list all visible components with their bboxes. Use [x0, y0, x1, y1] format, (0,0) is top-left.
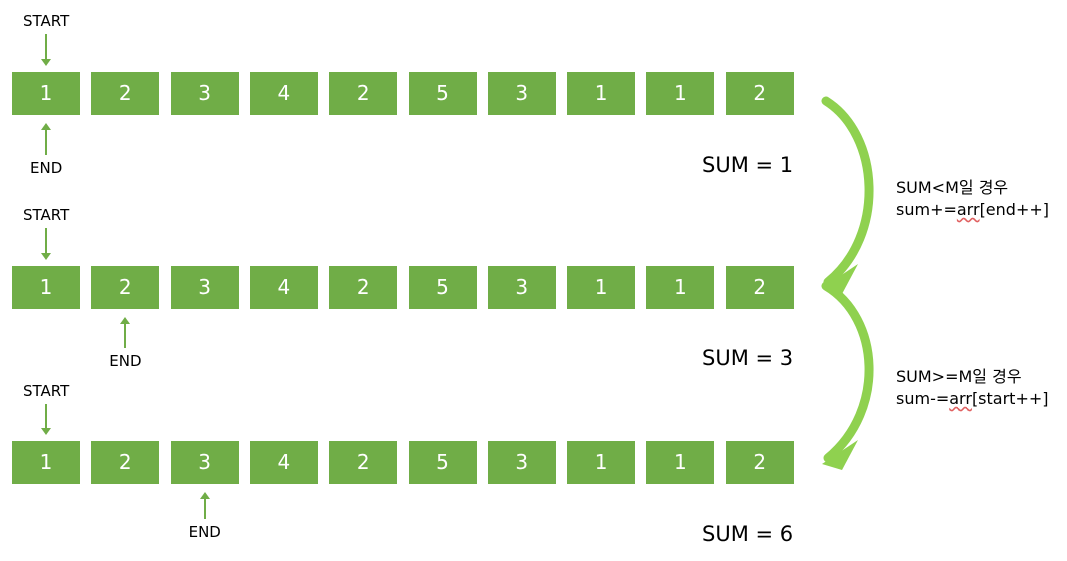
- condition-text: SUM<M일 경우: [896, 178, 1009, 197]
- transition-note-start-advance: SUM>=M일 경우 sum-=arr[start++]: [896, 366, 1049, 410]
- transition-note-end-advance: SUM<M일 경우 sum+=arr[end++]: [896, 177, 1049, 221]
- array-cell: 2: [329, 72, 398, 115]
- start-pointer-arrow: [41, 34, 51, 66]
- array-cell: 2: [91, 266, 160, 309]
- array-cell: 3: [487, 441, 556, 484]
- array-cell: 2: [329, 266, 398, 309]
- end-pointer-arrow: [41, 123, 51, 155]
- array-cell: 2: [725, 441, 794, 484]
- array-cell: 3: [170, 72, 239, 115]
- array-cell: 5: [408, 441, 477, 484]
- curve-arrow-step2-to-step3: [821, 281, 874, 463]
- array-cell: 3: [487, 72, 556, 115]
- array-cell: 3: [487, 266, 556, 309]
- sum-text: SUM = 1: [702, 153, 794, 177]
- sum-text: SUM = 6: [702, 522, 794, 546]
- start-pointer-label: START: [23, 206, 70, 224]
- code-text: sum+=arr[end++]: [896, 200, 1049, 219]
- end-pointer-label: END: [30, 159, 63, 177]
- array-cell: 1: [12, 441, 80, 484]
- curve-arrowhead-2: [822, 440, 858, 470]
- array-cell: 5: [408, 266, 477, 309]
- array-cell: 2: [91, 441, 160, 484]
- code-text: sum-=arr[start++]: [896, 389, 1049, 408]
- end-pointer-arrow: [120, 317, 131, 348]
- start-pointer-arrow: [41, 228, 51, 260]
- array-cell: 2: [725, 266, 794, 309]
- array-cell: 1: [567, 441, 636, 484]
- array-cell: 1: [646, 441, 715, 484]
- end-pointer-arrow: [199, 492, 210, 519]
- array-cell: 4: [249, 441, 318, 484]
- array-cell: 4: [249, 266, 318, 309]
- start-pointer-label: START: [23, 12, 70, 30]
- array-cell: 1: [646, 72, 715, 115]
- array-cell: 1: [12, 72, 80, 115]
- end-pointer-label: END: [109, 352, 142, 370]
- array-cell: 3: [170, 266, 239, 309]
- sum-text: SUM = 3: [702, 346, 794, 370]
- array-cell: 1: [567, 266, 636, 309]
- curve-arrow-step1-to-step2: [821, 96, 874, 287]
- array-cell: 2: [725, 72, 794, 115]
- array-cell: 3: [170, 441, 239, 484]
- array-cell: 1: [567, 72, 636, 115]
- array-cell: 2: [329, 441, 398, 484]
- start-pointer-label: START: [23, 382, 70, 400]
- array-cell: 5: [408, 72, 477, 115]
- start-pointer-arrow: [41, 404, 51, 435]
- array-cell: 1: [646, 266, 715, 309]
- end-pointer-label: END: [188, 523, 221, 541]
- array-cell: 4: [249, 72, 318, 115]
- condition-text: SUM>=M일 경우: [896, 367, 1022, 386]
- array-cell: 2: [91, 72, 160, 115]
- array-cell: 1: [12, 266, 80, 309]
